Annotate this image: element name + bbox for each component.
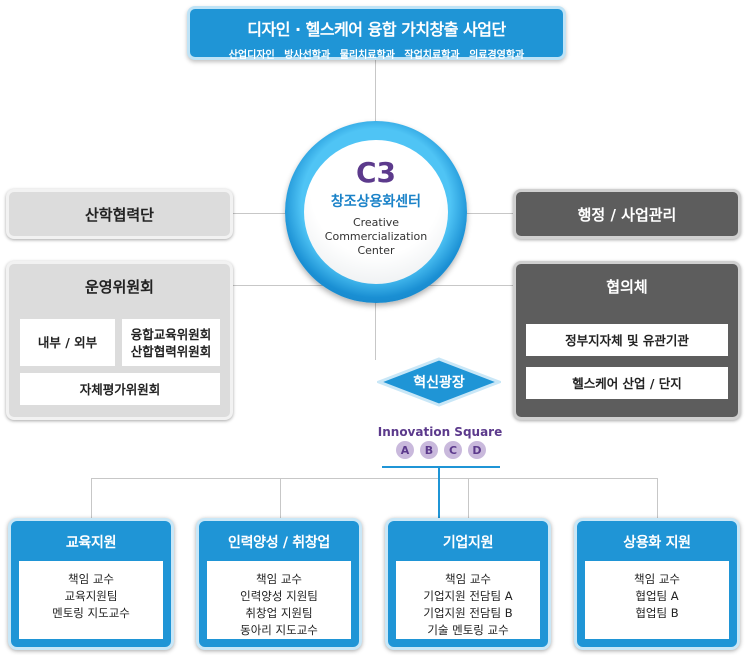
- member-line: 협업팀 B: [635, 606, 679, 620]
- connector-drop-2: [280, 478, 281, 518]
- council-item-box: 정부지자체 및 유관기관: [526, 324, 728, 356]
- member-line: 멘토링 지도교수: [52, 606, 130, 620]
- committee-label: 융합교육위원회: [130, 326, 212, 342]
- innovation-letter-badge: A: [396, 441, 414, 459]
- member-line: 교육지원팀: [64, 589, 118, 603]
- commercialization-support-title: 상용화 지원: [623, 535, 691, 551]
- program-header: 디자인 · 헬스케어 융합 가치창출 사업단 산업디자인 방사선학과 물리치료학…: [187, 6, 566, 61]
- department-item: 작업치료학과: [404, 50, 460, 61]
- connector-innovation-drop: [438, 466, 440, 518]
- enterprise-support-members: 책임 교수 기업지원 전담팀 A 기업지원 전담팀 B 기술 멘토링 교수: [396, 561, 540, 639]
- center-name-en-line: Creative: [352, 216, 400, 229]
- connector-bottom-horizontal: [91, 478, 658, 479]
- member-line: 동아리 지도교수: [240, 623, 318, 637]
- self-evaluation-box: 자체평가위원회: [20, 373, 220, 405]
- member-line: 기업지원 전담팀 A: [423, 589, 513, 603]
- program-title: 디자인 · 헬스케어 융합 가치창출 사업단: [247, 20, 506, 39]
- center-disc: C3 창조상용화센터 Creative Commercialization Ce…: [304, 140, 448, 284]
- administration-box: 행정 / 사업관리: [513, 189, 741, 239]
- connector-drop-3: [468, 478, 469, 518]
- committee-label: 산합협력위원회: [130, 343, 212, 359]
- connector-top-vertical: [375, 60, 376, 122]
- member-line: 기술 멘토링 교수: [427, 623, 509, 637]
- education-support-box: 교육지원 책임 교수 교육지원팀 멘토링 지도교수: [8, 518, 174, 650]
- council-title: 협의체: [606, 278, 648, 296]
- innovation-square-diamond: [377, 357, 501, 407]
- department-item: 물리치료학과: [339, 50, 395, 61]
- innovation-letter-badge: D: [468, 441, 486, 459]
- department-item: 의료경영학과: [469, 50, 525, 61]
- member-line: 협업팀 A: [635, 589, 679, 603]
- center-name-en-line: Center: [357, 244, 395, 257]
- industry-cooperation-title: 산학협력단: [84, 205, 154, 224]
- member-line: 기업지원 전담팀 B: [423, 606, 513, 620]
- department-item: 산업디자인: [228, 50, 275, 61]
- member-line: 인력양성 지원팀: [240, 589, 318, 603]
- workforce-employment-members: 책임 교수 인력양성 지원팀 취창업 지원팀 동아리 지도교수: [207, 561, 351, 639]
- council-item-box: 헬스케어 산업 / 단지: [526, 367, 728, 399]
- member-line: 책임 교수: [445, 572, 491, 586]
- connector-innovation-base: [382, 466, 500, 468]
- council-box: 협의체 정부지자체 및 유관기관 헬스케어 산업 / 단지: [513, 261, 741, 420]
- member-line: 책임 교수: [68, 572, 114, 586]
- workforce-employment-box: 인력양성 / 취창업 책임 교수 인력양성 지원팀 취창업 지원팀 동아리 지도…: [196, 518, 362, 650]
- connector-center-vertical: [375, 302, 376, 360]
- connector-right-upper: [465, 213, 515, 214]
- center-name-en: Creative Commercialization Center: [304, 216, 448, 258]
- center-name-en-line: Commercialization: [324, 230, 428, 243]
- commercialization-support-members: 책임 교수 협업팀 A 협업팀 B: [585, 561, 729, 639]
- enterprise-support-box: 기업지원 책임 교수 기업지원 전담팀 A 기업지원 전담팀 B 기술 멘토링 …: [385, 518, 551, 650]
- center-name-kr: 창조상용화센터: [330, 194, 422, 210]
- internal-external-box: 내부 / 외부: [20, 319, 115, 366]
- commercialization-support-box: 상용화 지원 책임 교수 협업팀 A 협업팀 B: [574, 518, 740, 650]
- internal-external-label: 내부 / 외부: [37, 335, 98, 350]
- administration-title: 행정 / 사업관리: [577, 205, 677, 224]
- committee-pair-box: 융합교육위원회 산합협력위원회: [122, 319, 220, 366]
- innovation-letter-badge: B: [420, 441, 438, 459]
- innovation-square-letters: A B C D: [396, 441, 496, 459]
- member-line: 책임 교수: [634, 572, 680, 586]
- council-item-label: 헬스케어 산업 / 단지: [572, 375, 682, 391]
- education-support-title: 교육지원: [65, 535, 117, 551]
- connector-drop-1: [91, 478, 92, 518]
- innovation-square-label-kr: 혁신광장: [413, 375, 465, 391]
- department-item: 방사선학과: [284, 50, 331, 61]
- connector-drop-4: [657, 478, 658, 518]
- self-evaluation-label: 자체평가위원회: [79, 381, 161, 397]
- enterprise-support-title: 기업지원: [442, 535, 494, 551]
- connector-left-upper: [233, 213, 288, 214]
- workforce-employment-title: 인력양성 / 취창업: [227, 535, 331, 551]
- steering-committee-box: 운영위원회 내부 / 외부 융합교육위원회 산합협력위원회 자체평가위원회: [6, 261, 233, 420]
- innovation-letter-badge: C: [444, 441, 462, 459]
- member-line: 책임 교수: [256, 572, 302, 586]
- education-support-members: 책임 교수 교육지원팀 멘토링 지도교수: [19, 561, 163, 639]
- industry-cooperation-box: 산학협력단: [6, 189, 233, 239]
- member-line: 취창업 지원팀: [245, 606, 313, 620]
- center-code: C3: [355, 156, 397, 189]
- innovation-square-label-en: Innovation Square: [377, 425, 503, 439]
- steering-committee-title: 운영위원회: [84, 278, 154, 296]
- council-item-label: 정부지자체 및 유관기관: [565, 332, 689, 348]
- department-list: 산업디자인 방사선학과 물리치료학과 작업치료학과 의료경영학과: [190, 46, 563, 61]
